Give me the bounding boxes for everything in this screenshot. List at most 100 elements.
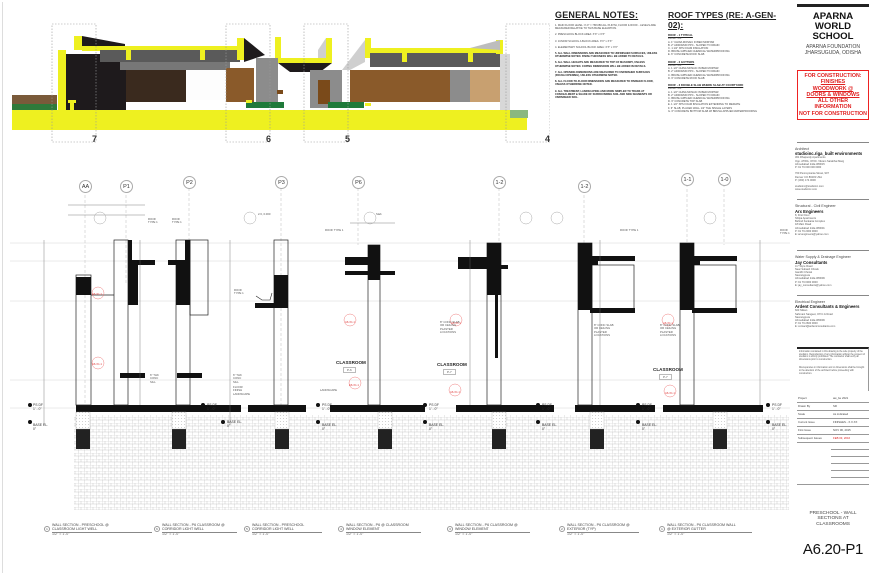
project-location: JHARSUGUDA, ODISHA [804,50,862,56]
consultant-address-line: P: 91 79 2000 0000 [795,229,818,233]
sheet-name: PRESCHOOL - WALL SECTIONS AT CLASSROOMS [795,511,871,528]
field-value: aw_be 2021 [833,396,849,401]
consultant-firm: Arx Engineers [795,208,824,214]
callout-note: 8" CONC SLAB OR CEILING PLASTER LOCATION… [660,323,680,338]
section-number: 1 [44,526,50,532]
consultant-address-line: 18 Main Road [795,223,812,227]
wall-sections-linework [10,179,790,515]
callout-note: 8" CONC SLAB OR CEILING PLASTER LOCATION… [440,320,460,335]
roof-type-group: ROOF - 2 GUTTERS FROM TOP: A. 1 1/2" CHI… [668,59,788,80]
level-name: BASE EL. [33,423,49,427]
level-value: 0" [542,427,546,431]
roof-type-line: G. 6" CONCRETE BOTTOM SLAB W/ BRUSH APPL… [668,109,758,113]
section-scale: 1/2" = 1'-0" [567,531,585,536]
level-value: 1' - 0" [322,407,331,411]
callout-note: ROOF TYPE 1 [234,288,244,296]
roof-types: ROOF TYPES (RE: A-GEN-02): ROOF - 1 TYPI… [668,10,788,117]
room-label: CLASSROOM [653,367,683,372]
level-value: 1' - 0" [772,407,781,411]
level-value: 0" [772,427,776,431]
grid-bubble-1-0: 1-0 [718,173,731,186]
grid-bubble-AA: AA [79,180,92,193]
section-title-1: 1 WALL SECTION - PRESCHOOL @ CLASSROOM L… [44,523,152,536]
roof-type-title: ROOF - 1 TYPICAL [668,33,693,37]
level-value: 1' - 0" [642,407,651,411]
section-title-line: WALL SECTION - P6 CLASSROOM @ [567,523,630,527]
field-value: FEB 03, 2016 [833,436,851,441]
section-title-1b: 1 WALL SECTION - P6 CLASSROOM WALL @ EXT… [659,523,752,536]
title-block-bar [797,4,869,7]
detail-reference-tag[interactable]: A6.X1.1 [349,383,359,387]
consultant-structural: Structural - Civil Engineer Arx Engineer… [795,204,871,236]
consultant-address-line: Near Subash Chowk [795,267,819,271]
empty-row [831,443,869,450]
roof-type-line: D. BRUSH APPLIED CHEMICAL WATERPROOFING [668,50,730,54]
sheet-name-line: SECTIONS AT [817,516,849,522]
section-title-3: 3 WALL SECTION - P6 CLASSROOM @ WINDOW E… [447,523,530,536]
section-number: 4 [338,526,344,532]
section-title-line: CORRIDOR LIGHT WELL [162,527,204,532]
section-title-6: 6 WALL SECTION - P6 CLASSROOM @ CORRIDOR… [154,523,237,536]
room-label: CLASSROOM [437,362,467,367]
level-value: 0" [33,427,37,431]
callout-note: ROOF TYPE 1 [620,228,639,232]
detail-reference-tag[interactable]: A6.X1.1 [451,321,461,325]
perspective-section-render [10,10,551,145]
consultant-address-line: Shilpa Apartments [795,216,817,220]
detail-reference-tag[interactable]: A6.X1.1 [665,391,675,395]
consultant-address-line: P: (303) 174 0000 [795,178,816,182]
callout-note: 6" THK CONC SILL [233,373,242,384]
section-scale: 1/2" = 1'-0" [455,531,473,536]
empty-row [831,464,869,471]
field-row-project: Project aw_be 2021 [797,395,869,403]
level-label: BASE EL.0" [542,423,557,431]
roof-type-line: B. 2" ADDOMUD PPC - SLOPED TO DRAIN [668,93,720,97]
render-grid-label-7: 7 [92,134,98,144]
note-item: 8. ALL FLOOR-TO-FLOOR DIMENSIONS ARE MEA… [555,80,654,87]
detail-reference-tag[interactable]: A6.X1.1 [345,320,355,324]
callout-note: LANDSCAPE [320,388,337,392]
level-name: BASE EL. [322,423,338,427]
section-title-line: WALL SECTION - P6 CLASSROOM @ [455,523,518,527]
title-block: APARNA WORLD SCHOOL APARNA FOUNDATION JH… [795,4,871,571]
sheet-name-line: PRESCHOOL - WALL [809,510,857,516]
field-key: Project [798,396,807,401]
callout-note: Slab [376,212,382,216]
section-title-line: WALL SECTION - P6 CLASSROOM WALL [667,523,736,527]
detail-reference-tag[interactable]: A6.X1.1 [92,292,102,296]
section-number: 6 [154,526,160,532]
stamp-line: NOT FOR CONSTRUCTION [799,110,867,117]
consultant-role: Structural - Civil Engineer [795,204,836,209]
render-grid-label-5: 5 [345,134,351,144]
roof-type-title: ROOF - 2 GUTTERS [668,59,695,64]
level-label: BASE EL.0" [33,423,48,431]
roof-type-line: A. 1" CHINA MOSAIC IN BED MORTAR [668,40,715,44]
consultant-water: Water Supply & Drainage Engineer Jay Con… [795,255,871,287]
stamp-line: WOODWORK @ [812,85,854,92]
note-item: 2. PRESCHOOL BLOCK AREA: X'X" x X'X" [555,33,606,37]
detail-reference-tag[interactable]: A6.X1.1 [663,321,673,325]
callout-note: FLOOR FINISH LANDSCAPE [233,385,250,396]
empty-row [831,471,869,478]
divider [797,250,869,252]
detail-reference-tag[interactable]: A6.X1.1 [92,362,102,366]
detail-reference-tag[interactable]: A6.X1.1 [450,390,460,394]
field-value: FINISHES - X.X.XX [833,420,858,425]
grid-bubble-P2: P2 [183,176,196,189]
section-title-line: WALL SECTION - P6 CLASSROOM @ [162,523,225,527]
level-name: BASE EL. [642,423,658,427]
note-item: 5. ALL WALL DIMENSIONS ARE MEASURED TO U… [555,52,658,59]
note-item: 4. ELEMENTARY SCHOOL BLOCK AREA: X'X" x … [555,45,618,49]
roof-type-line: E. 1 1/2" XPS FOAM INSULATION EXTENDING … [668,103,741,107]
consultant-address-line: 8, First Floor [795,213,810,217]
section-title-line: EXTERIOR (TYP) [567,527,596,532]
level-name: PS DF [642,403,652,407]
section-number: 5 [244,526,250,532]
project-name-line1: APARNA [812,11,854,22]
section-title-line: WINDOW ELEMENT [346,527,380,532]
